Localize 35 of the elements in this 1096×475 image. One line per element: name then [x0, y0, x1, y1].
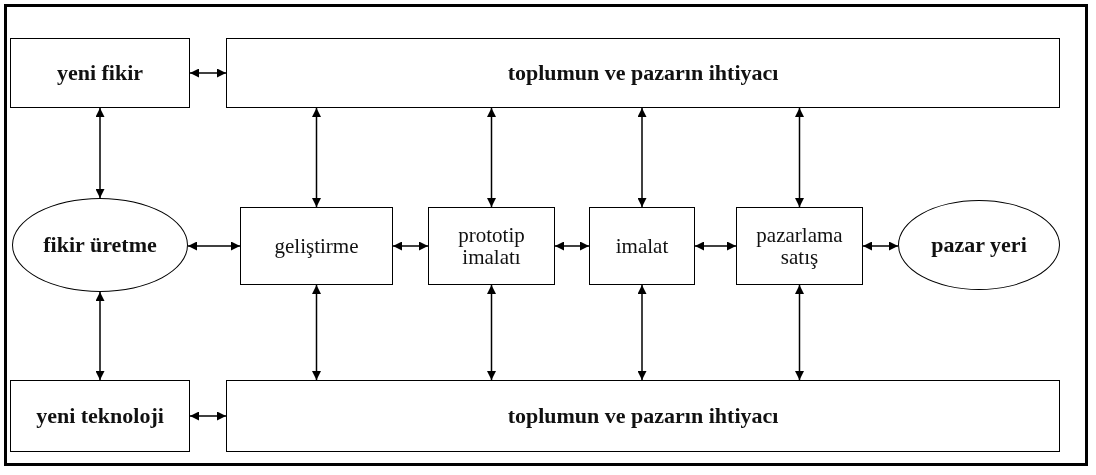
double-arrow	[187, 241, 241, 251]
double-arrow	[487, 284, 496, 381]
double-arrow	[487, 107, 496, 208]
process-box	[428, 207, 555, 285]
need-box	[226, 380, 1060, 452]
node-label: fikir üretme	[43, 233, 157, 257]
double-arrow	[189, 68, 227, 78]
double-arrow	[95, 107, 105, 199]
double-arrow	[694, 241, 737, 251]
node-label: pazarlama satış	[755, 223, 844, 269]
double-arrow	[312, 107, 321, 208]
need-box	[226, 38, 1060, 108]
double-arrow	[795, 284, 804, 381]
node-label: prototip imalatı	[457, 223, 526, 269]
node-label: pazar yeri	[931, 233, 1027, 257]
double-arrow	[95, 291, 105, 381]
process-box	[10, 38, 190, 108]
process-box	[10, 380, 190, 452]
double-arrow	[392, 241, 429, 251]
double-arrow	[554, 241, 590, 251]
double-arrow	[637, 107, 647, 208]
node-label: toplumun ve pazarın ihtiyacı	[507, 404, 779, 428]
process-box	[240, 207, 393, 285]
double-arrow	[189, 411, 227, 421]
double-arrow	[795, 107, 804, 208]
node-label: yeni fikir	[56, 61, 144, 85]
double-arrow	[637, 284, 647, 381]
double-arrow	[862, 241, 899, 251]
process-box	[736, 207, 863, 285]
double-arrow	[312, 284, 321, 381]
node-label: imalat	[615, 234, 669, 257]
process-box	[589, 207, 695, 285]
node-label: yeni teknoloji	[36, 404, 164, 428]
node-label: toplumun ve pazarın ihtiyacı	[507, 61, 779, 85]
node-label: geliştirme	[274, 234, 359, 257]
